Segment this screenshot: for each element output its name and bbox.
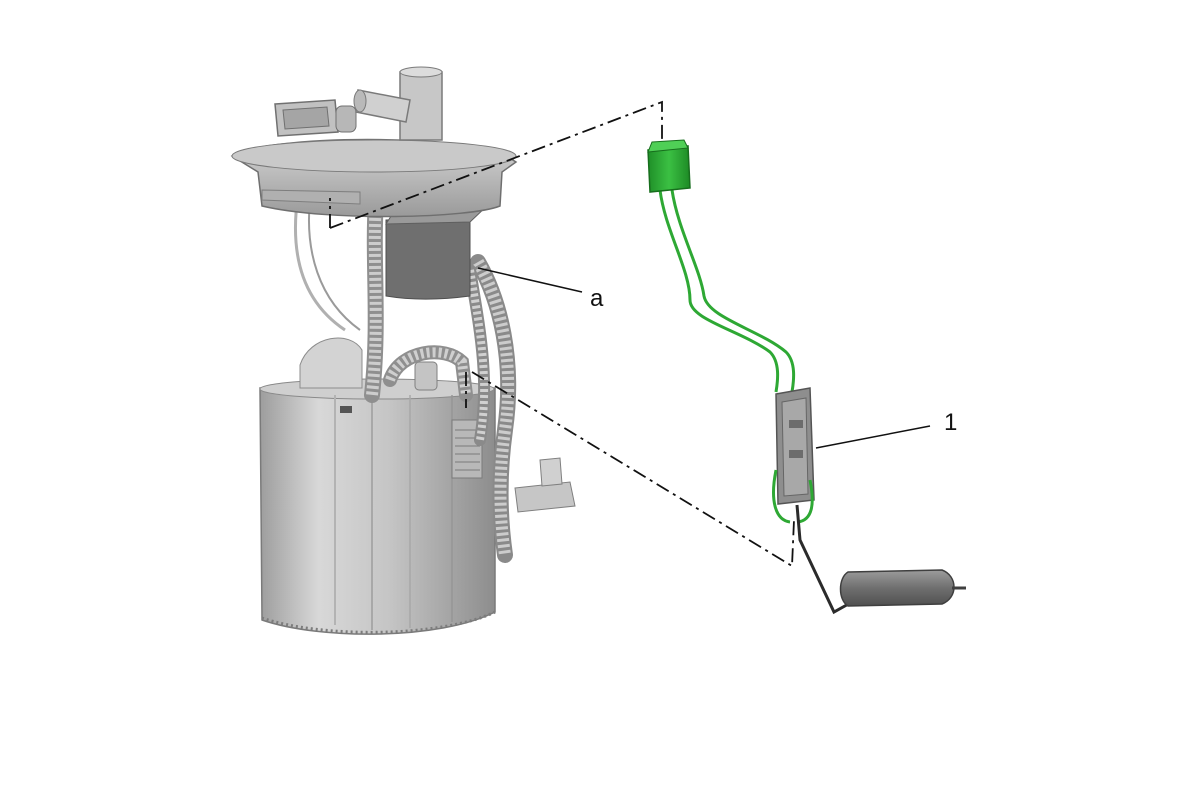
sender-contact xyxy=(789,420,803,428)
flange-connector-base xyxy=(261,189,361,205)
vent-pipe-end xyxy=(353,89,367,113)
sender-wire-1 xyxy=(658,189,780,393)
sender-wire-2 xyxy=(670,189,796,393)
float-arm xyxy=(795,504,853,615)
feed-tube-2 xyxy=(308,199,361,331)
float xyxy=(839,569,966,607)
corrugated-hose-center xyxy=(364,192,384,403)
filter-housing xyxy=(299,337,363,389)
bracket-clip xyxy=(539,457,563,487)
flange-top xyxy=(231,139,517,173)
sender-face xyxy=(781,397,809,497)
side-bracket xyxy=(514,481,576,513)
corrugated-hose-arc xyxy=(383,345,473,402)
connector-face xyxy=(282,106,330,130)
corrugated-hose-right xyxy=(470,254,517,563)
guide-line-upper xyxy=(329,100,663,229)
sender-connector xyxy=(647,145,691,193)
corrugated-hose-right-2 xyxy=(464,264,491,446)
guide-line-lower xyxy=(471,371,795,568)
sender-wire-loop-2 xyxy=(797,479,814,524)
fuel-pump-module xyxy=(230,66,576,635)
canister-bottom-edge xyxy=(261,610,496,634)
leader-1 xyxy=(815,425,931,449)
sender-wire-loop xyxy=(772,469,791,524)
outlet-pipe xyxy=(414,361,438,391)
feed-tube xyxy=(294,194,346,332)
callout-leaders xyxy=(477,267,931,449)
sender-contact xyxy=(789,450,803,458)
fuel-level-sender xyxy=(647,139,966,615)
regulator-block xyxy=(385,217,471,300)
callout-label-a: a xyxy=(590,285,604,312)
callout-label-1: 1 xyxy=(944,409,957,436)
assembly-guide-lines xyxy=(329,100,795,568)
connector-latch xyxy=(335,105,357,133)
fuel-outlet-top xyxy=(399,66,443,78)
canister-slot xyxy=(340,406,352,413)
leader-a xyxy=(477,267,583,293)
sender-connector-top xyxy=(647,139,689,153)
